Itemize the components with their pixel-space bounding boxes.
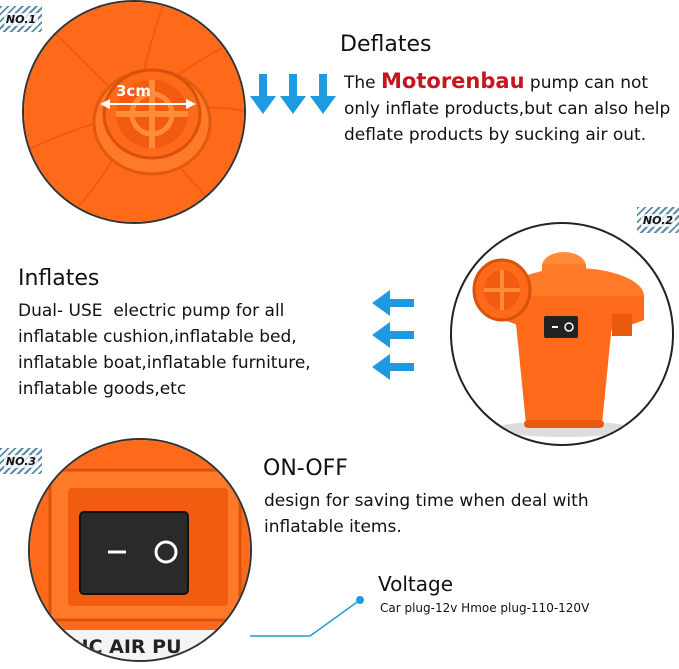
inflates-line: Dual- USE electric pump for all <box>18 301 285 321</box>
inflates-line: inflatable cushion,inflatable bed, <box>18 327 297 347</box>
deflates-text-end: pump can not only inflate products,but c… <box>344 73 671 145</box>
badge-no2: NO.2 <box>637 207 679 233</box>
switch-closeup-image: CTRIC AIR PU <box>28 438 252 662</box>
deflates-title: Deflates <box>340 32 432 57</box>
nozzle-illustration <box>24 2 244 222</box>
arrow-left-icon <box>372 354 414 380</box>
pump-product-image <box>450 222 674 446</box>
on-off-description: design for saving time when deal with in… <box>264 491 589 537</box>
inflates-title: Inflates <box>18 266 100 291</box>
measure-label: 3cm <box>116 82 151 100</box>
voltage-title: Voltage <box>378 572 454 596</box>
badge-label: NO.1 <box>3 12 39 26</box>
arrow-down-icon <box>250 74 276 114</box>
inflates-description: Dual- USE electric pump for all inflatab… <box>18 298 358 402</box>
badge-label: NO.2 <box>640 213 676 227</box>
badge-no1: NO.1 <box>0 6 42 32</box>
badge-label: NO.3 <box>3 454 39 468</box>
badge-no3: NO.3 <box>0 448 42 474</box>
arrow-down-icon <box>310 74 336 114</box>
on-off-title: ON-OFF <box>263 456 348 481</box>
switch-illustration <box>30 440 250 660</box>
arrow-down-icon <box>280 74 306 114</box>
nozzle-closeup-image: 3cm <box>22 0 246 224</box>
inflates-line: inflatable goods,etc <box>18 379 187 399</box>
deflates-text-start: The <box>344 73 382 93</box>
product-label-text: CTRIC AIR PU <box>40 636 182 658</box>
inflates-line: inflatable boat,inflatable furniture, <box>18 353 311 373</box>
voltage-pointer-line <box>250 596 364 637</box>
pump-illustration <box>472 252 644 437</box>
brand-name: Motorenbau <box>381 69 525 93</box>
arrow-left-icon <box>372 322 414 348</box>
voltage-description: Car plug-12v Hmoe plug-110-120V <box>380 601 590 615</box>
deflates-description: The Motorenbau pump can not only inflate… <box>344 68 674 148</box>
arrow-left-icon <box>372 290 414 316</box>
